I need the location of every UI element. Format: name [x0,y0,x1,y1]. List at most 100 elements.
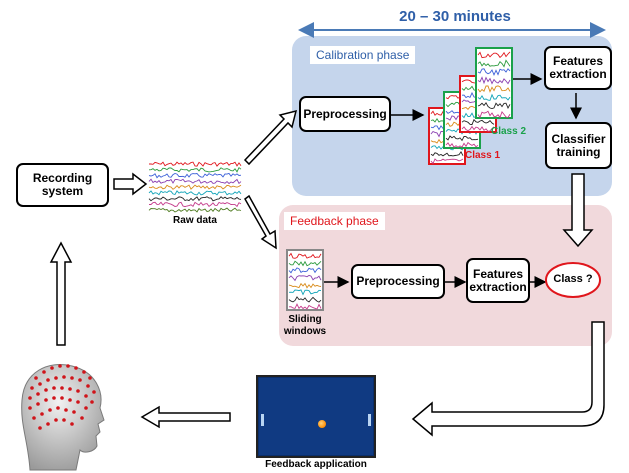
electrode [38,426,42,430]
arrow-raw-to-feedback [244,194,277,250]
eeg-trace [288,274,322,282]
electrode [86,384,90,388]
electrode [54,418,58,422]
electrode [62,375,66,379]
duration-label: 20 – 30 minutes [399,8,511,25]
signal-window [286,249,324,311]
feedback-phase-title: Feedback phase [284,212,385,230]
electrode [66,364,70,368]
electrode [54,376,58,380]
eeg-trace [477,59,511,68]
classifier-training-box: Classifier training [545,122,612,169]
eeg-trace [288,260,322,267]
eeg-trace [288,303,322,310]
arrow-recording-to-raw [113,172,148,196]
electrode [84,394,88,398]
feedback-preprocessing-box: Preprocessing [351,264,445,299]
electrode [68,387,72,391]
electrode [62,418,66,422]
electrode [36,392,40,396]
right-paddle [368,414,371,426]
class2-label: Class 2 [491,126,527,137]
electrode [92,390,96,394]
eeg-trace [461,125,495,132]
block-arrows [49,109,605,437]
eeg-trace [430,151,464,157]
head-illustration [21,364,105,471]
electrode [74,366,78,370]
electrode [52,386,56,390]
electrode [44,388,48,392]
electrode [30,386,34,390]
electrode [34,376,38,380]
electrode [28,396,32,400]
eeg-trace [148,207,242,213]
eeg-trace [445,141,479,148]
raw-data-label: Raw data [173,215,217,226]
eeg-trace [288,289,322,296]
class1-label: Class 1 [465,150,501,161]
eeg-trace [477,76,511,85]
eeg-trace [477,68,511,77]
eeg-trace [148,178,242,185]
eeg-trace [149,201,242,208]
eeg-trace [149,161,242,167]
electrode [82,370,86,374]
electrode [42,370,46,374]
feedback-application-label: Feedback application [265,459,367,470]
electrode [78,378,82,382]
calibration-preprocessing-box: Preprocessing [299,96,391,132]
arrow-classifier-to-class [562,173,594,248]
calibration-phase-title: Calibration phase [310,46,416,64]
electrode [44,398,48,402]
eeg-trace [148,184,242,190]
electrodes [28,364,96,430]
electrode [50,366,54,370]
left-paddle [261,414,264,426]
electrode [64,408,68,412]
eeg-trace [477,110,511,119]
electrode [60,386,64,390]
arrow-application-to-head [140,405,231,429]
ball [318,420,326,428]
feedback-application-screen [256,375,376,458]
eeg-trace [430,158,464,165]
electrode [48,408,52,412]
electrode [76,400,80,404]
flow-arrows [323,73,582,288]
electrode [68,398,72,402]
electrode [70,376,74,380]
electrode [28,406,32,410]
eeg-trace [288,282,322,289]
eeg-trace [477,85,511,93]
electrode [36,402,40,406]
electrode [38,382,42,386]
eeg-trace [477,101,511,110]
electrode [76,389,80,393]
eeg-trace [477,51,511,59]
arrow-output-to-application [411,321,605,437]
electrode [46,378,50,382]
electrode [72,410,76,414]
electrode [40,412,44,416]
eeg-trace [148,172,242,179]
eeg-trace [288,252,322,259]
feedback-features-box: Features extraction [466,258,530,303]
calibration-features-box: Features extraction [544,46,612,90]
electrode [32,416,36,420]
electrode [84,406,88,410]
eeg-trace [477,93,511,101]
electrode [88,376,92,380]
class-query-label: Class ? [553,273,593,285]
class-query-ellipse [545,262,601,298]
electrode [52,396,56,400]
calibration-signal-stack [428,47,513,165]
electrode [58,364,62,368]
sliding-windows-label: Sliding windows [283,314,327,337]
arrow-head-to-recording [49,241,73,346]
eeg-trace [148,167,242,173]
sliding-window-signals [286,249,324,311]
eeg-trace [445,135,479,142]
eeg-trace [148,196,242,202]
